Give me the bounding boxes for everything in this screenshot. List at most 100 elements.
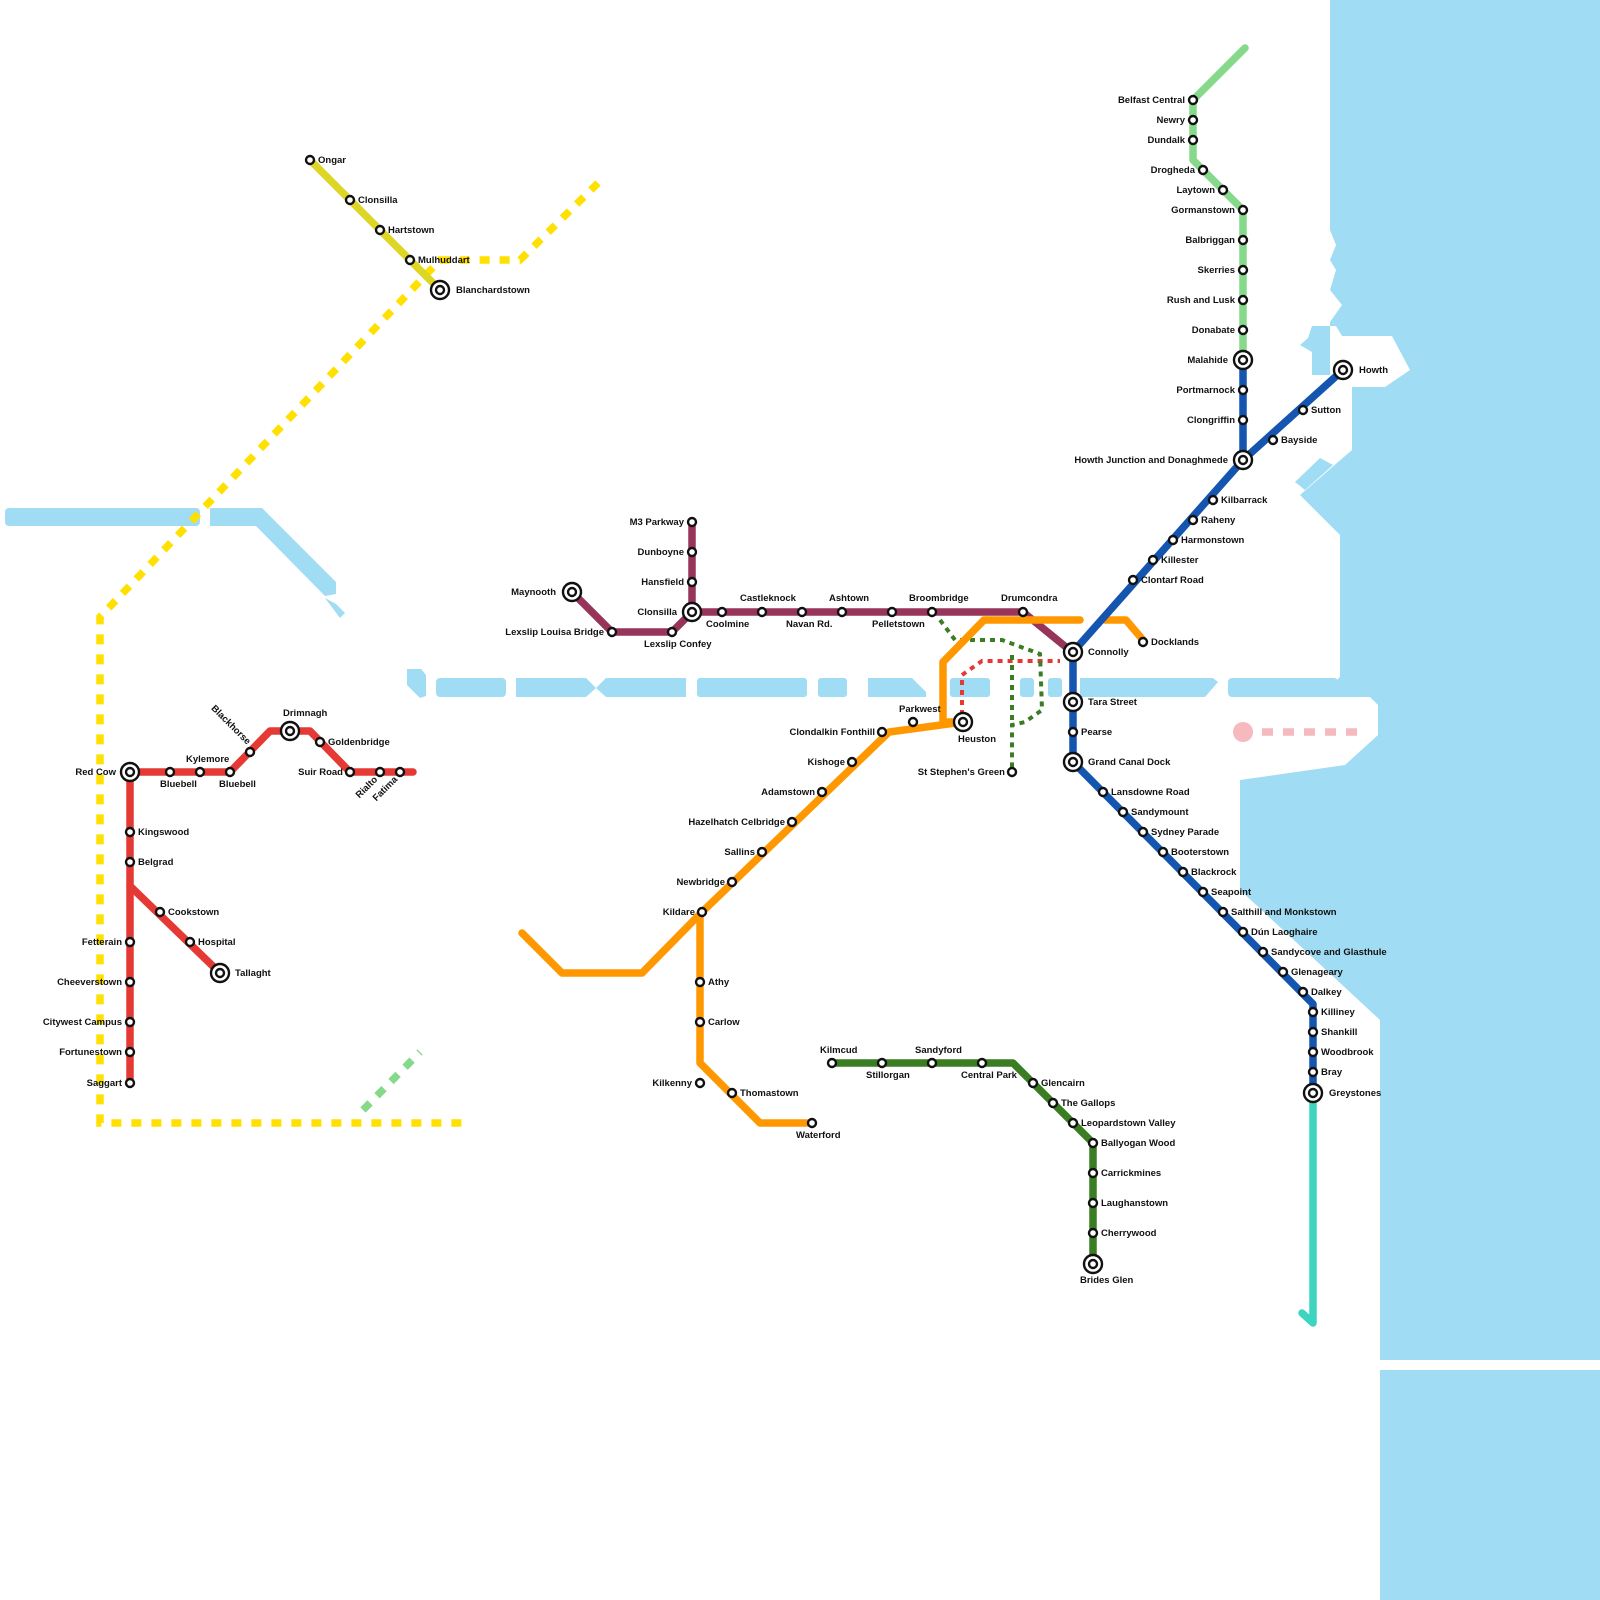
station-hazelhatch[interactable]: Hazelhatch Celbridge bbox=[688, 816, 798, 828]
station-salthill[interactable]: Salthill and Monkstown bbox=[1217, 906, 1337, 918]
station-cookstown[interactable]: Cookstown bbox=[154, 906, 219, 918]
station-waterford[interactable]: Waterford bbox=[796, 1117, 841, 1141]
station-ongar[interactable]: Ongar bbox=[304, 154, 346, 166]
station-belgrad[interactable]: Belgrad bbox=[124, 856, 174, 868]
station-booterstown[interactable]: Booterstown bbox=[1157, 846, 1229, 858]
station-bray[interactable]: Bray bbox=[1307, 1066, 1343, 1078]
station-carlow[interactable]: Carlow bbox=[694, 1016, 740, 1028]
station-connolly[interactable]: Connolly bbox=[1062, 641, 1129, 663]
station-saggart[interactable]: Saggart bbox=[87, 1077, 136, 1089]
station-broombridge[interactable]: Broombridge bbox=[909, 593, 969, 618]
station-clonsilla[interactable]: Clonsilla bbox=[637, 601, 703, 623]
station-howth[interactable]: Howth bbox=[1332, 359, 1388, 381]
station-drogheda[interactable]: Drogheda bbox=[1151, 164, 1209, 176]
station-tallaght[interactable]: Tallaght bbox=[209, 962, 272, 984]
station-parkwest[interactable]: Parkwest bbox=[899, 704, 942, 728]
station-leixlip-louisa[interactable]: Lexslip Louisa Bridge bbox=[505, 626, 618, 638]
station-glencairn[interactable]: Glencairn bbox=[1027, 1077, 1085, 1089]
station-bluebell-1[interactable]: Bluebell bbox=[160, 766, 197, 790]
station-clonsilla-north[interactable]: Clonsilla bbox=[344, 194, 398, 206]
station-glenageary[interactable]: Glenageary bbox=[1277, 966, 1343, 978]
station-adamstown[interactable]: Adamstown bbox=[761, 786, 828, 798]
station-kingswood[interactable]: Kingswood bbox=[124, 826, 189, 838]
station-cherrywood[interactable]: Cherrywood bbox=[1087, 1227, 1157, 1239]
station-hansfield[interactable]: Hansfield bbox=[641, 576, 698, 588]
station-docklands[interactable]: Docklands bbox=[1137, 636, 1199, 648]
station-kishoge[interactable]: Kishoge bbox=[808, 756, 858, 768]
station-kilkenny[interactable]: Kilkenny bbox=[652, 1077, 706, 1089]
station-gormanstown[interactable]: Gormanstown bbox=[1171, 204, 1249, 216]
station-clontarf-road[interactable]: Clontarf Road bbox=[1127, 574, 1204, 586]
station-skerries[interactable]: Skerries bbox=[1197, 264, 1249, 276]
station-ashtown[interactable]: Ashtown bbox=[829, 593, 869, 618]
station-woodbrook[interactable]: Woodbrook bbox=[1307, 1046, 1374, 1058]
station-maynooth[interactable]: Maynooth bbox=[511, 581, 583, 603]
station-tara-street[interactable]: Tara Street bbox=[1062, 691, 1138, 713]
station-cheeverstown[interactable]: Cheeverstown bbox=[57, 976, 136, 988]
station-central-park[interactable]: Central Park bbox=[961, 1057, 1018, 1081]
station-fetterain[interactable]: Fetterain bbox=[82, 936, 136, 948]
station-greystones[interactable]: Greystones bbox=[1302, 1082, 1381, 1104]
station-malahide[interactable]: Malahide bbox=[1187, 349, 1254, 371]
station-killester[interactable]: Killester bbox=[1147, 554, 1199, 566]
station-shankill[interactable]: Shankill bbox=[1307, 1026, 1357, 1038]
station-suir-road[interactable]: Suir Road bbox=[298, 766, 356, 778]
station-red-cow[interactable]: Red Cow bbox=[75, 761, 141, 783]
station-kilmcud[interactable]: Kilmcud bbox=[820, 1045, 858, 1069]
station-pearse[interactable]: Pearse bbox=[1067, 726, 1112, 738]
station-laughanstown[interactable]: Laughanstown bbox=[1087, 1197, 1168, 1209]
station-belfast-central[interactable]: Belfast Central bbox=[1118, 94, 1199, 106]
station-athy[interactable]: Athy bbox=[694, 976, 730, 988]
station-hospital[interactable]: Hospital bbox=[184, 936, 235, 948]
station-kildare[interactable]: Kildare bbox=[663, 906, 708, 918]
station-goldenbridge[interactable]: Goldenbridge bbox=[314, 736, 390, 748]
station-leopardstown[interactable]: Leopardstown Valley bbox=[1067, 1117, 1176, 1129]
station-brides-glen[interactable]: Brides Glen bbox=[1080, 1253, 1134, 1286]
station-sandyford[interactable]: Sandyford bbox=[915, 1045, 962, 1069]
station-sydney-parade[interactable]: Sydney Parade bbox=[1137, 826, 1219, 838]
station-thomastown[interactable]: Thomastown bbox=[726, 1087, 799, 1099]
station-kilbarrack[interactable]: Kilbarrack bbox=[1207, 494, 1268, 506]
station-blanchardstown[interactable]: Blanchardstown bbox=[429, 279, 530, 301]
station-coolmine[interactable]: Coolmine bbox=[706, 606, 749, 630]
station-harmonstown[interactable]: Harmonstown bbox=[1167, 534, 1245, 546]
station-sutton[interactable]: Sutton bbox=[1297, 404, 1341, 416]
station-raheny[interactable]: Raheny bbox=[1187, 514, 1236, 526]
station-citywest-campus[interactable]: Citywest Campus bbox=[43, 1016, 136, 1028]
station-leixlip-confey[interactable]: Lexslip Confey bbox=[644, 626, 712, 650]
station-dun-laoghaire[interactable]: Dún Laoghaire bbox=[1237, 926, 1318, 938]
station-sandymount[interactable]: Sandymount bbox=[1117, 806, 1189, 818]
station-drumcondra[interactable]: Drumcondra bbox=[1001, 593, 1058, 618]
station-newry[interactable]: Newry bbox=[1156, 114, 1199, 126]
station-dunboyne[interactable]: Dunboyne bbox=[638, 546, 698, 558]
station-sallins[interactable]: Sallins bbox=[724, 846, 768, 858]
station-lansdowne-road[interactable]: Lansdowne Road bbox=[1097, 786, 1190, 798]
station-drimnagh[interactable]: Drimnagh bbox=[279, 708, 328, 742]
station-portmarnock[interactable]: Portmarnock bbox=[1176, 384, 1249, 396]
station-navan-rd[interactable]: Navan Rd. bbox=[786, 606, 832, 630]
station-fortunestown[interactable]: Fortunestown bbox=[59, 1046, 136, 1058]
station-seapoint[interactable]: Seapoint bbox=[1197, 886, 1252, 898]
station-dundalk[interactable]: Dundalk bbox=[1148, 134, 1199, 146]
station-st-stephens-green[interactable]: St Stephen's Green bbox=[918, 766, 1018, 778]
station-clongriffin[interactable]: Clongriffin bbox=[1187, 414, 1249, 426]
station-mulhuddart[interactable]: Mulhuddart bbox=[404, 254, 471, 266]
station-clondalkin[interactable]: Clondalkin Fonthill bbox=[790, 726, 888, 738]
station-rush-lusk[interactable]: Rush and Lusk bbox=[1167, 294, 1249, 306]
station-ballyogan[interactable]: Ballyogan Wood bbox=[1087, 1137, 1175, 1149]
station-donabate[interactable]: Donabate bbox=[1192, 324, 1249, 336]
station-grand-canal-dock[interactable]: Grand Canal Dock bbox=[1062, 751, 1171, 773]
station-m3-parkway[interactable]: M3 Parkway bbox=[630, 516, 698, 528]
station-sandycove[interactable]: Sandycove and Glasthule bbox=[1257, 946, 1387, 958]
station-balbriggan[interactable]: Balbriggan bbox=[1185, 234, 1249, 246]
station-bayside[interactable]: Bayside bbox=[1267, 434, 1317, 446]
station-hartstown[interactable]: Hartstown bbox=[374, 224, 435, 236]
station-stillorgan[interactable]: Stillorgan bbox=[866, 1057, 910, 1081]
station-pelletstown[interactable]: Pelletstown bbox=[872, 606, 925, 630]
station-castleknock[interactable]: Castleknock bbox=[740, 593, 797, 618]
station-blackhorse[interactable]: Blackhorse bbox=[209, 703, 256, 758]
station-laytown[interactable]: Laytown bbox=[1176, 184, 1229, 196]
station-carrickmines[interactable]: Carrickmines bbox=[1087, 1167, 1161, 1179]
station-bluebell-2[interactable]: Bluebell bbox=[219, 766, 256, 790]
station-newbridge[interactable]: Newbridge bbox=[676, 876, 738, 888]
